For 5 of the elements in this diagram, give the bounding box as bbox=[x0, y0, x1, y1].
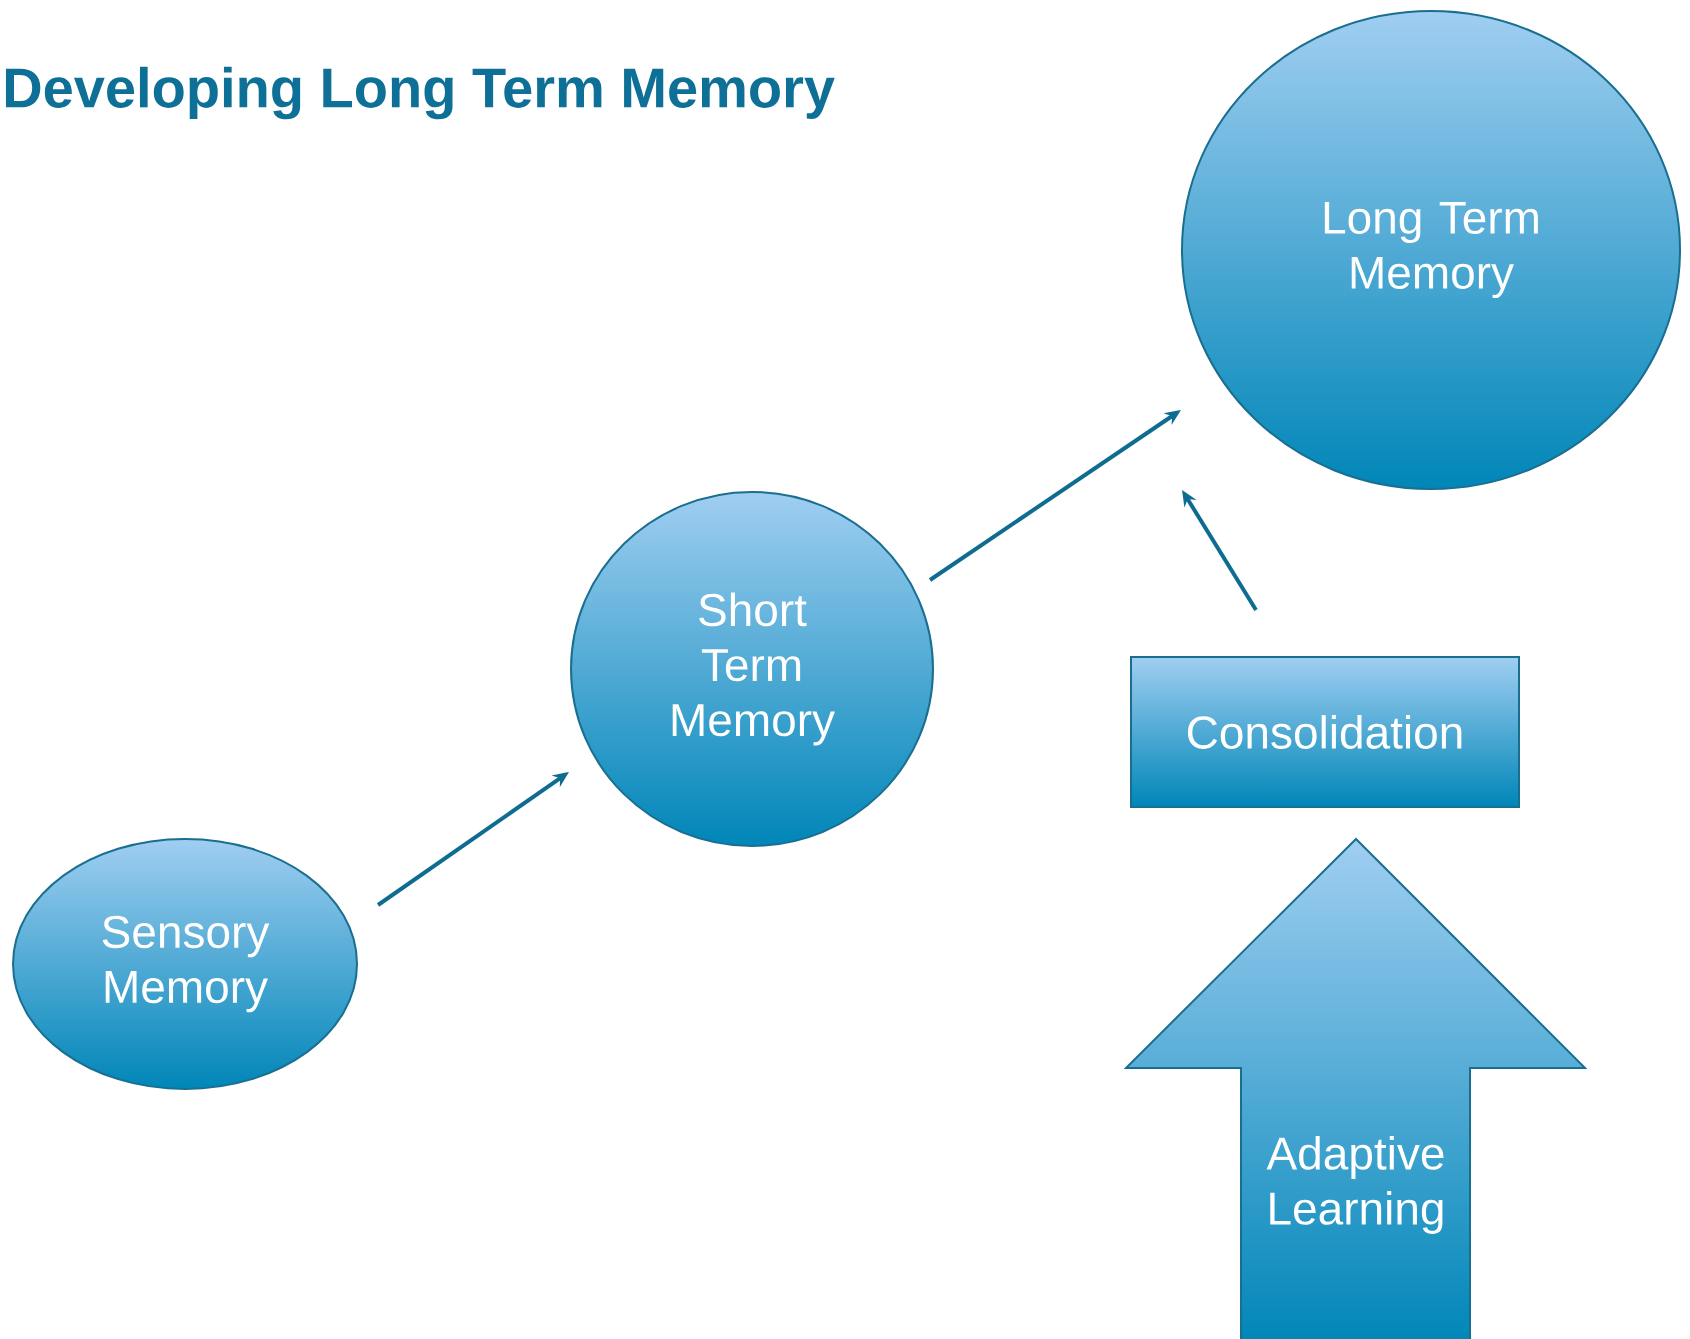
title: Developing Long Term Memory bbox=[5, 66, 835, 120]
process-box: Consolidation bbox=[1130, 656, 1520, 808]
ellipse-node: Sensory Memory bbox=[12, 838, 358, 1090]
circle-node: Long Term Memory bbox=[1181, 10, 1681, 490]
circle-node: Short Term Memory bbox=[570, 491, 934, 847]
